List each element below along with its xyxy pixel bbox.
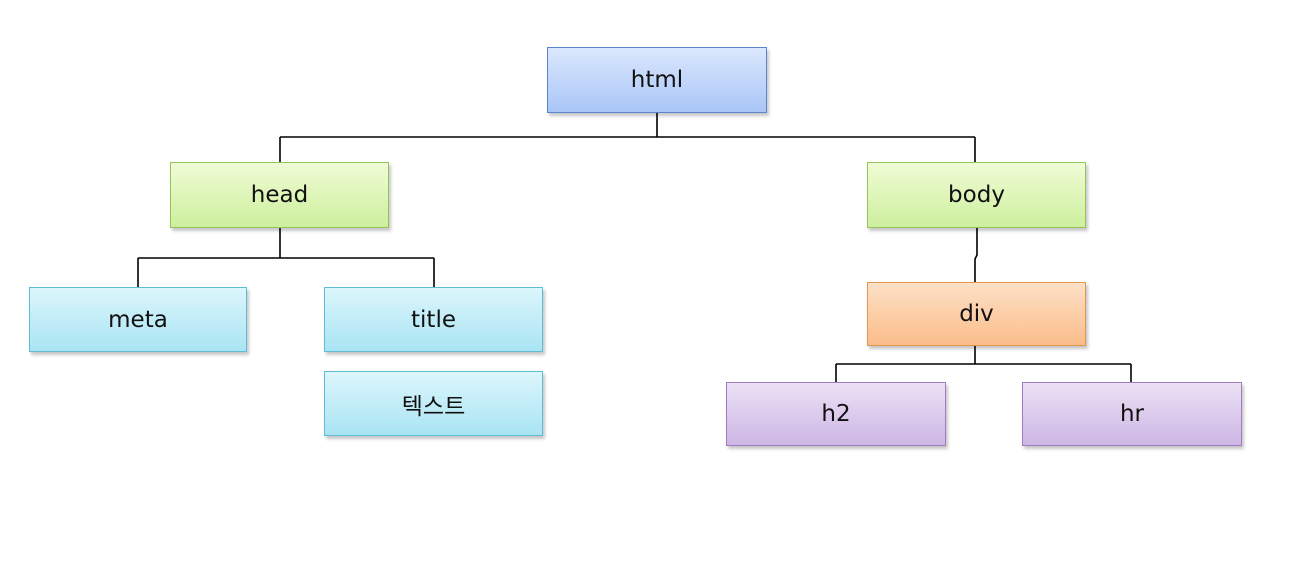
node-hr-label: hr [1119, 401, 1145, 427]
connector-head-to-children [137, 228, 435, 287]
node-title: title [324, 287, 543, 352]
node-html-label: html [630, 67, 684, 93]
node-hr: hr [1022, 382, 1242, 446]
node-text-label: 텍스트 [401, 393, 466, 420]
node-h2: h2 [726, 382, 946, 446]
node-h2-label: h2 [821, 401, 851, 427]
node-body: body [867, 162, 1086, 228]
connector-div-to-children [835, 346, 1132, 382]
node-html: html [547, 47, 767, 113]
node-title-label: title [411, 306, 456, 333]
node-head-label: head [250, 182, 309, 208]
connector-html-to-children [279, 113, 976, 162]
node-div-label: div [959, 301, 994, 327]
node-body-label: body [948, 182, 1005, 208]
node-meta: meta [29, 287, 247, 352]
node-div: div [867, 282, 1086, 346]
node-head: head [170, 162, 389, 228]
node-meta-label: meta [108, 306, 168, 333]
connector-body-to-div [974, 228, 978, 282]
node-text: 텍스트 [324, 371, 543, 436]
